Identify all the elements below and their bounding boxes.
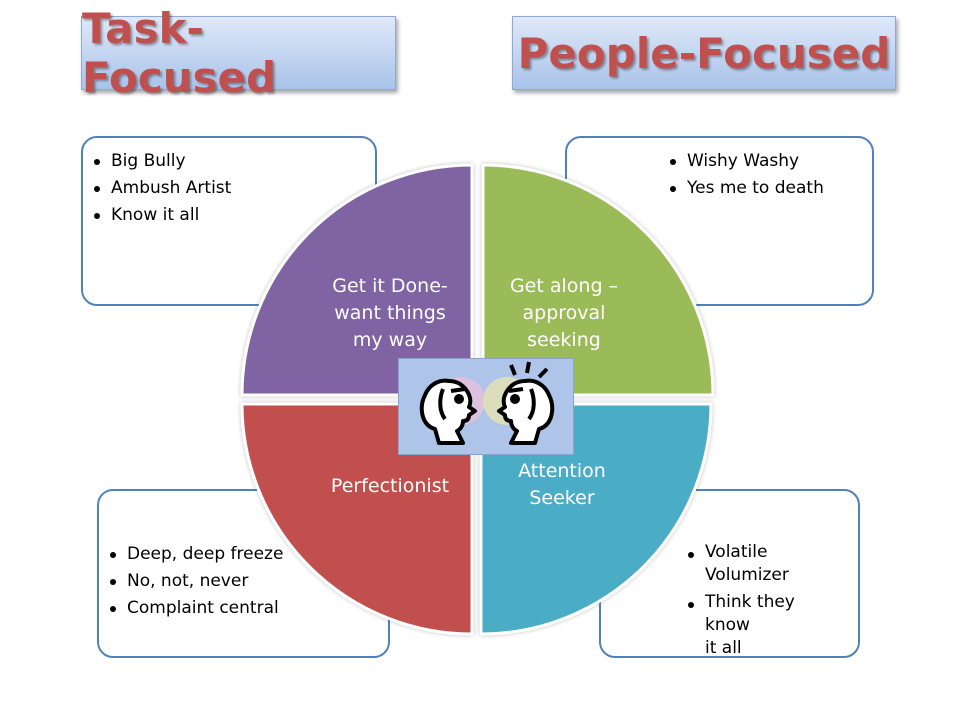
quadrant-label-bottom-left: Perfectionist [330,475,450,497]
quadrant-label-bottom-right: Attention Seeker [518,460,606,509]
quadrant-label-top-left: Get it Done- want things my way [332,275,448,351]
two-faces-icon [419,361,555,445]
people-focused-title-box: People-Focused [512,16,896,90]
task-focused-title-box: Task-Focused [81,4,396,102]
task-focused-title: Task-Focused [82,4,277,102]
list-item: Deep, deep freeze [109,541,374,568]
list-item: Complaint central [109,595,374,622]
list-item: No, not, never [109,568,374,595]
quadrant-label-top-right: Get along – approval seeking [509,275,619,351]
quadrant-bottom-right [479,402,713,636]
center-image [398,358,574,455]
quadrant-bottom-left [240,402,474,636]
list-item: Yes me to death [669,175,858,202]
list-item: Ambush Artist [93,175,361,202]
list-item: Big Bully [93,148,361,175]
quadrant-top-right [481,163,715,397]
list-item: Know it all [93,202,361,229]
list-item: Think they know it all [687,591,844,660]
list-item: Wishy Washy [669,148,858,175]
quadrant-top-left [240,163,474,397]
list-item: Volatile Volumizer [687,541,844,587]
people-focused-title: People-Focused [517,28,891,78]
